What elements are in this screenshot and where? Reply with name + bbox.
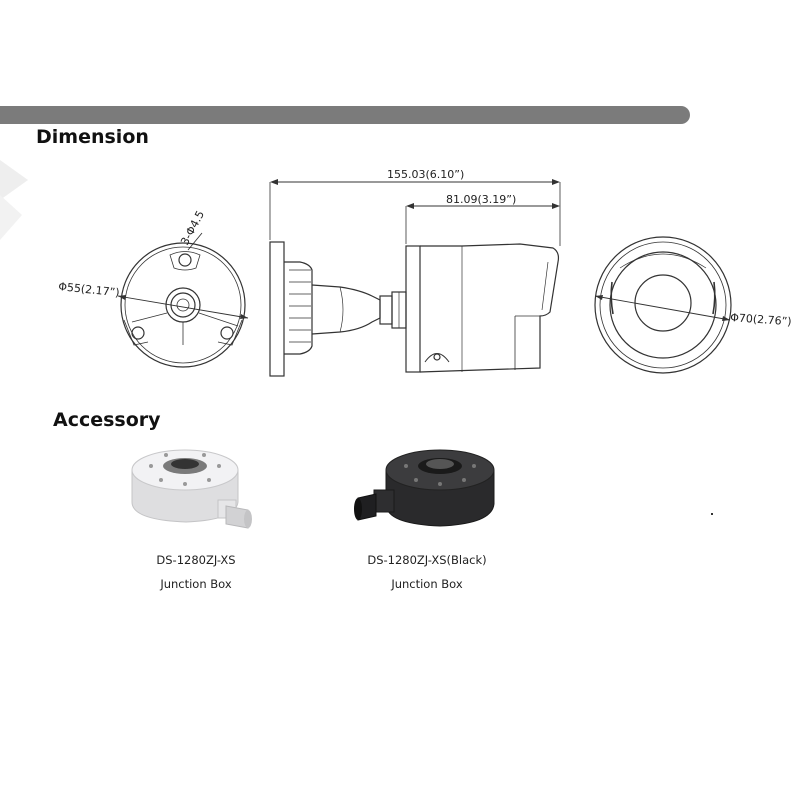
dimension-heading: Dimension bbox=[36, 126, 149, 148]
mount-holes-label: 3-Φ4.5 bbox=[178, 209, 207, 248]
base-diameter-label: Φ55(2.17”) bbox=[58, 280, 120, 299]
overall-length-label: 155.03(6.10”) bbox=[387, 168, 464, 181]
accessory-type-label: Junction Box bbox=[160, 577, 232, 591]
camera-front-view bbox=[594, 236, 732, 374]
junction-box-black-image bbox=[354, 449, 495, 527]
accessory-type-label: Junction Box bbox=[391, 577, 463, 591]
accessory-model-label: DS-1280ZJ-XS(Black) bbox=[367, 553, 487, 567]
header-bar bbox=[0, 106, 690, 124]
accessory-item-2: DS-1280ZJ-XS(Black) Junction Box bbox=[327, 548, 527, 596]
camera-side-view bbox=[269, 241, 560, 377]
front-diameter-label: Φ70(2.76”) bbox=[730, 311, 792, 328]
accessory-item-1: DS-1280ZJ-XS Junction Box bbox=[96, 548, 296, 596]
dimension-drawing: 155.03(6.10”) 81.09(3.19”) Φ55(2.17”) 3-… bbox=[58, 168, 792, 377]
junction-box-white-image bbox=[131, 449, 252, 529]
accessory-heading: Accessory bbox=[53, 409, 161, 431]
watermark-logo bbox=[0, 160, 28, 240]
accessory-model-label: DS-1280ZJ-XS bbox=[156, 553, 236, 567]
stray-dot bbox=[711, 513, 713, 515]
body-length-label: 81.09(3.19”) bbox=[446, 193, 516, 206]
base-plate-view bbox=[120, 242, 246, 368]
